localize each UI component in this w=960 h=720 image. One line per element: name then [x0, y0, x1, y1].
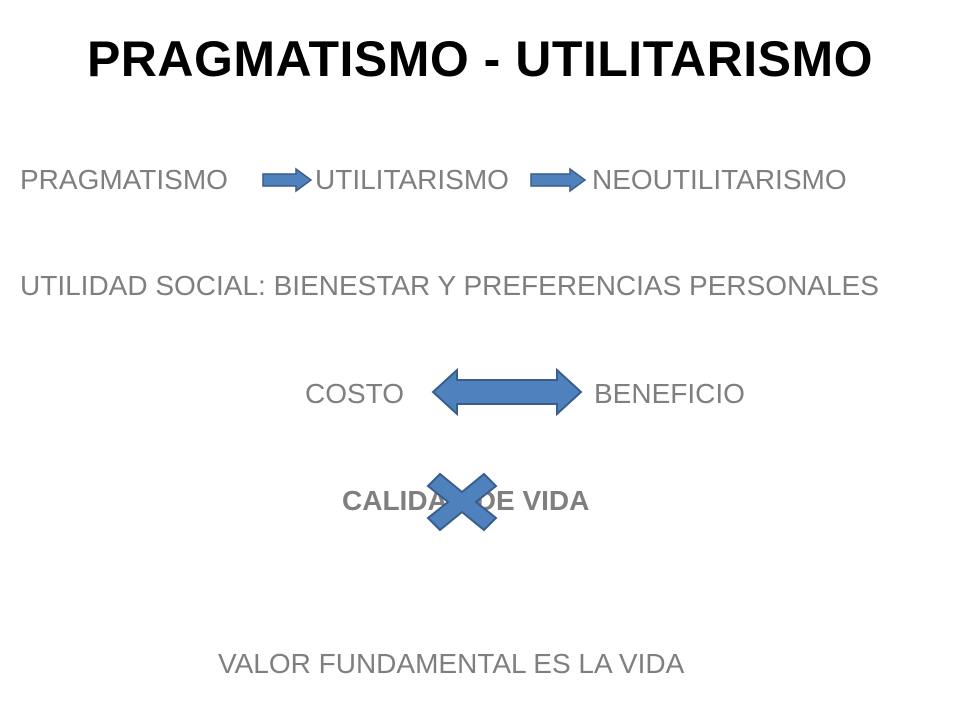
right-arrow-icon: [530, 167, 587, 193]
progression-item-pragmatismo: PRAGMATISMO: [20, 164, 228, 195]
left-right-arrow-icon: [431, 367, 583, 417]
progression-item-utilitarismo: UTILITARISMO: [315, 164, 509, 195]
utility-statement: UTILIDAD SOCIAL: BIENESTAR Y PREFERENCIA…: [20, 270, 879, 301]
right-arrow-icon: [262, 167, 313, 193]
progression-item-neoutilitarismo: NEOUTILITARISMO: [592, 164, 847, 195]
benefit-label: BENEFICIO: [594, 378, 745, 409]
slide-title: PRAGMATISMO - UTILITARISMO: [86, 31, 874, 87]
fundamental-value-statement: VALOR FUNDAMENTAL ES LA VIDA: [218, 648, 685, 679]
cross-mark-icon: [426, 472, 498, 532]
cost-label: COSTO: [305, 378, 405, 409]
